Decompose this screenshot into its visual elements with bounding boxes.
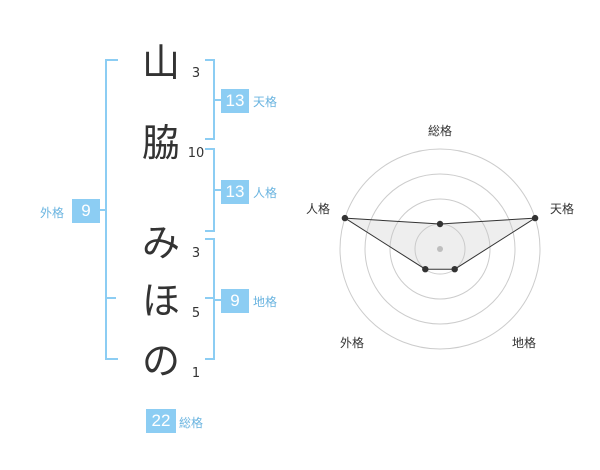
chikaku-label: 地格 — [253, 295, 278, 309]
gaikaku-value: 9 — [72, 199, 100, 223]
tenkaku-value: 13 — [221, 89, 249, 113]
jinkaku-value: 13 — [221, 180, 249, 204]
radar-point-1 — [436, 220, 444, 228]
radar-axis-label-chikaku: 地格 — [511, 336, 536, 350]
radar-center-dot — [437, 246, 443, 252]
chikaku-value: 9 — [221, 289, 249, 313]
radar-axis-label-gaikaku: 外格 — [339, 336, 364, 350]
tenkaku-label: 天格 — [253, 95, 278, 109]
stroke-count-3: 3 — [191, 246, 201, 261]
radar-axis-label-tenkaku: 天格 — [549, 202, 574, 216]
soukaku-value: 22 — [146, 409, 176, 433]
stroke-count-4: 5 — [191, 306, 201, 321]
radar-point-4 — [422, 266, 429, 273]
jinkaku-label: 人格 — [253, 186, 278, 200]
name-char-5: の — [141, 339, 180, 383]
stroke-count-2: 10 — [187, 146, 205, 161]
radar-point-5 — [341, 214, 349, 222]
soukaku-label: 総格 — [179, 416, 204, 430]
name-char-2: 脇 — [141, 121, 180, 165]
radar-series-area — [344, 217, 536, 270]
name-char-3: み — [141, 221, 180, 265]
radar-point-2 — [531, 214, 539, 222]
radar-grid-ring — [339, 148, 541, 350]
radar-axis-label-jinkaku: 人格 — [305, 202, 330, 216]
radar-point-3 — [451, 266, 458, 273]
name-char-1: 山 — [141, 41, 180, 85]
gaikaku-label: 外格 — [40, 206, 65, 220]
name-char-4: ほ — [141, 279, 180, 323]
radar-axis-label-soukaku: 総格 — [427, 124, 452, 138]
radar-grid-ring — [364, 173, 516, 325]
stroke-count-5: 1 — [191, 366, 201, 381]
radar-grid-ring — [389, 198, 491, 300]
stroke-count-1: 3 — [191, 66, 201, 81]
